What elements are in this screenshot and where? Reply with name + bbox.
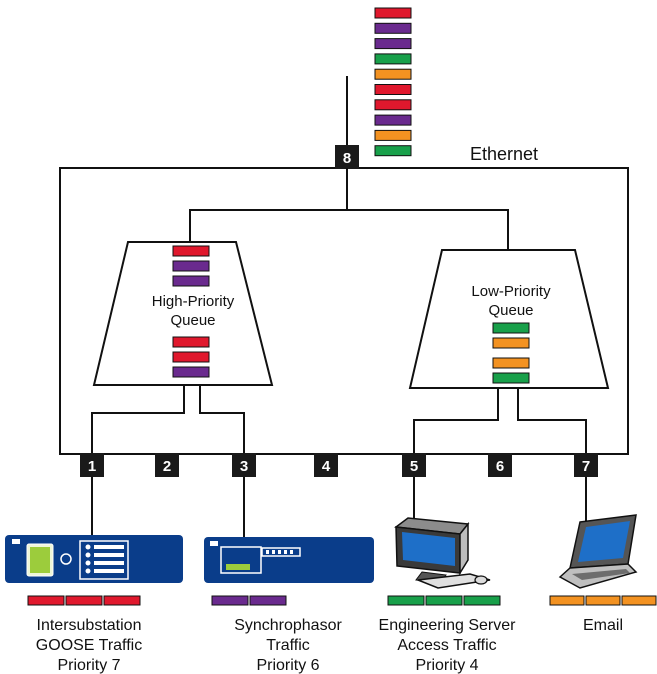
packet-purple bbox=[172, 366, 210, 378]
desktop-computer-icon bbox=[394, 517, 491, 589]
device-packets bbox=[27, 595, 657, 606]
packet-red bbox=[374, 7, 412, 19]
device-label: Email bbox=[583, 617, 623, 634]
uplink-port: 8 bbox=[335, 145, 359, 169]
packet-purple bbox=[374, 38, 412, 50]
device-label: Synchrophasor bbox=[234, 617, 342, 634]
packet-orange bbox=[585, 595, 621, 606]
queue-packets bbox=[172, 245, 530, 384]
packet-orange bbox=[374, 68, 412, 80]
port-number: 4 bbox=[322, 458, 331, 475]
packet-red bbox=[374, 99, 412, 111]
device-label: GOOSE Traffic bbox=[36, 637, 142, 654]
port-6: 6 bbox=[488, 453, 512, 477]
port-3: 3 bbox=[232, 453, 256, 477]
queue-output-lines bbox=[91, 385, 587, 455]
port-number: 5 bbox=[410, 458, 418, 475]
packet-red bbox=[374, 84, 412, 95]
packet-orange bbox=[492, 337, 530, 349]
packet-green bbox=[463, 595, 501, 606]
packet-orange bbox=[492, 357, 530, 369]
packet-red bbox=[172, 336, 210, 348]
port-7: 7 bbox=[574, 453, 598, 477]
device-label: Access Traffic bbox=[397, 637, 496, 654]
queue-label: Queue bbox=[488, 302, 533, 319]
low-priority-queue bbox=[408, 249, 610, 389]
ethernet-label: Ethernet bbox=[470, 144, 538, 164]
device-label: Priority 7 bbox=[57, 657, 120, 674]
high-priority-queue bbox=[92, 241, 274, 386]
packet-orange bbox=[549, 595, 585, 606]
device-label: Intersubstation bbox=[37, 617, 142, 634]
port-2: 2 bbox=[155, 453, 179, 477]
laptop-icon bbox=[558, 514, 638, 589]
device-label: Priority 4 bbox=[415, 657, 478, 674]
packet-green bbox=[492, 372, 530, 384]
packet-green bbox=[374, 145, 412, 157]
packet-red bbox=[172, 245, 210, 257]
packet-red bbox=[27, 595, 65, 606]
packet-red bbox=[65, 595, 103, 606]
packet-green bbox=[374, 53, 412, 65]
port-number: 6 bbox=[496, 458, 504, 475]
port-number: 3 bbox=[240, 458, 248, 475]
port-1: 1 bbox=[80, 453, 104, 477]
uplink-port-number: 8 bbox=[343, 150, 351, 167]
port-number: 7 bbox=[582, 458, 590, 475]
device-label: Traffic bbox=[266, 637, 310, 654]
port-4: 4 bbox=[314, 453, 338, 477]
packet-orange bbox=[621, 595, 657, 606]
uplink-packet-stream bbox=[374, 7, 412, 157]
device-links bbox=[91, 476, 587, 537]
device-label: Priority 6 bbox=[256, 657, 319, 674]
packet-red bbox=[103, 595, 141, 606]
queue-label: Low-Priority bbox=[471, 283, 551, 300]
queue-label: High-Priority bbox=[152, 293, 235, 310]
relay-device-icon bbox=[5, 535, 183, 583]
packet-purple bbox=[374, 114, 412, 126]
packet-purple bbox=[211, 595, 249, 606]
packet-purple bbox=[172, 275, 210, 287]
packet-green bbox=[387, 595, 425, 606]
port-5: 5 bbox=[402, 453, 426, 477]
queue-label: Queue bbox=[170, 312, 215, 329]
packet-green bbox=[492, 322, 530, 334]
packet-purple bbox=[249, 595, 287, 606]
synchrophasor-device-icon bbox=[204, 537, 374, 583]
packet-orange bbox=[374, 129, 412, 141]
packet-red bbox=[172, 351, 210, 363]
packet-purple bbox=[172, 260, 210, 272]
packet-green bbox=[425, 595, 463, 606]
packet-purple bbox=[374, 22, 412, 34]
port-number: 2 bbox=[163, 458, 171, 475]
queue-feed-lines bbox=[189, 168, 509, 250]
port-number: 1 bbox=[88, 458, 96, 475]
device-label: Engineering Server bbox=[379, 617, 517, 634]
